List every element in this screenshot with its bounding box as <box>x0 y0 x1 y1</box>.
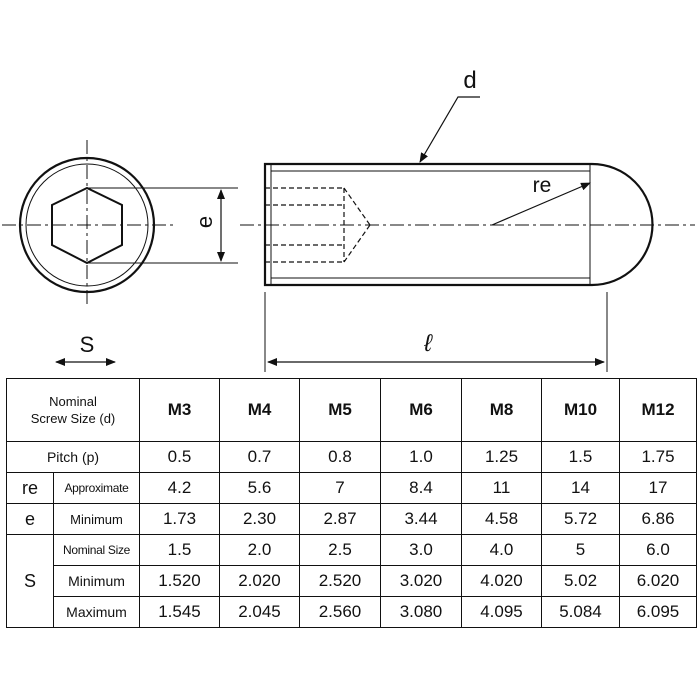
table-cell: 4.020 <box>461 565 542 597</box>
l-label: ℓ <box>423 330 433 357</box>
table-cell: 1.75 <box>619 441 697 473</box>
table-cell: 6.86 <box>619 503 697 535</box>
row-group-label: re <box>6 472 54 504</box>
table-cell: 2.87 <box>299 503 381 535</box>
table-cell: 1.25 <box>461 441 542 473</box>
row-group-label: e <box>6 503 54 535</box>
table-cell: 1.5 <box>139 534 220 566</box>
table-cell: 3.44 <box>380 503 462 535</box>
size-header: M5 <box>299 378 381 442</box>
table-cell: 8.4 <box>380 472 462 504</box>
header-label-line1: Nominal <box>49 394 97 409</box>
table-header-row: Nominal Screw Size (d) M3 M4 M5 M6 M8 M1… <box>6 378 697 442</box>
table-cell: 5.02 <box>541 565 620 597</box>
row-group-label: S <box>6 534 54 628</box>
table-row-pitch: Pitch (p) 0.5 0.7 0.8 1.0 1.25 1.5 1.75 <box>6 441 697 473</box>
header-label-line2: Screw Size (d) <box>30 411 116 426</box>
end-view <box>2 140 238 366</box>
table-cell: 1.0 <box>380 441 462 473</box>
table-cell: 2.0 <box>219 534 300 566</box>
table-cell: 4.2 <box>139 472 220 504</box>
s-label: S <box>80 332 95 357</box>
table-row-s-minimum: Minimum 1.520 2.020 2.520 3.020 4.020 5.… <box>7 565 697 597</box>
row-label: Minimum <box>53 503 140 535</box>
row-label: Pitch (p) <box>6 441 140 473</box>
side-view <box>240 96 695 372</box>
table-cell: 3.020 <box>380 565 462 597</box>
table-cell: 2.560 <box>299 596 381 628</box>
table-cell: 3.080 <box>380 596 462 628</box>
d-leader <box>419 96 480 163</box>
table-cell: 5.72 <box>541 503 620 535</box>
row-label: Nominal Size <box>53 534 140 566</box>
table-cell: 1.520 <box>139 565 220 597</box>
row-label: Minimum <box>53 565 140 597</box>
table-cell: 6.0 <box>619 534 697 566</box>
dimension-table: Nominal Screw Size (d) M3 M4 M5 M6 M8 M1… <box>6 378 697 628</box>
size-header: M10 <box>541 378 620 442</box>
size-header: M4 <box>219 378 300 442</box>
table-cell: 2.30 <box>219 503 300 535</box>
row-label: Maximum <box>53 596 140 628</box>
size-header: M12 <box>619 378 697 442</box>
table-cell: 2.520 <box>299 565 381 597</box>
table-row-s-nominal: S Nominal Size 1.5 2.0 2.5 3.0 4.0 5 6.0 <box>6 534 697 628</box>
table-cell: 4.58 <box>461 503 542 535</box>
table-cell: 5.6 <box>219 472 300 504</box>
table-cell: 7 <box>299 472 381 504</box>
table-cell: 6.020 <box>619 565 697 597</box>
table-cell: 5 <box>541 534 620 566</box>
table-cell: 5.084 <box>541 596 620 628</box>
table-cell: 11 <box>461 472 542 504</box>
e-label: e <box>192 216 217 228</box>
table-cell: 17 <box>619 472 697 504</box>
re-leader <box>491 182 591 226</box>
table-cell: 4.095 <box>461 596 542 628</box>
table-cell: 0.5 <box>139 441 220 473</box>
set-screw-drawing: e S d re ℓ <box>2 67 695 372</box>
re-label: re <box>533 174 552 197</box>
table-row-e: e Minimum 1.73 2.30 2.87 3.44 4.58 5.72 … <box>6 503 697 535</box>
table-cell: 14 <box>541 472 620 504</box>
size-header: M3 <box>139 378 220 442</box>
table-cell: 2.020 <box>219 565 300 597</box>
table-cell: 1.5 <box>541 441 620 473</box>
table-row-s-maximum: Maximum 1.545 2.045 2.560 3.080 4.095 5.… <box>7 596 697 628</box>
table-cell: 0.7 <box>219 441 300 473</box>
size-header: M8 <box>461 378 542 442</box>
screw-body-outline <box>263 162 654 287</box>
d-label: d <box>463 67 476 94</box>
table-row-re: re Approximate 4.2 5.6 7 8.4 11 14 17 <box>6 472 697 504</box>
nominal-size-header: Nominal Screw Size (d) <box>6 378 140 442</box>
table-cell: 4.0 <box>461 534 542 566</box>
table-cell: 1.545 <box>139 596 220 628</box>
table-cell: 3.0 <box>380 534 462 566</box>
table-cell: 0.8 <box>299 441 381 473</box>
table-cell: 2.5 <box>299 534 381 566</box>
row-label: Approximate <box>53 472 140 504</box>
table-cell: 1.73 <box>139 503 220 535</box>
table-cell: 6.095 <box>619 596 697 628</box>
table-cell: 2.045 <box>219 596 300 628</box>
size-header: M6 <box>380 378 462 442</box>
